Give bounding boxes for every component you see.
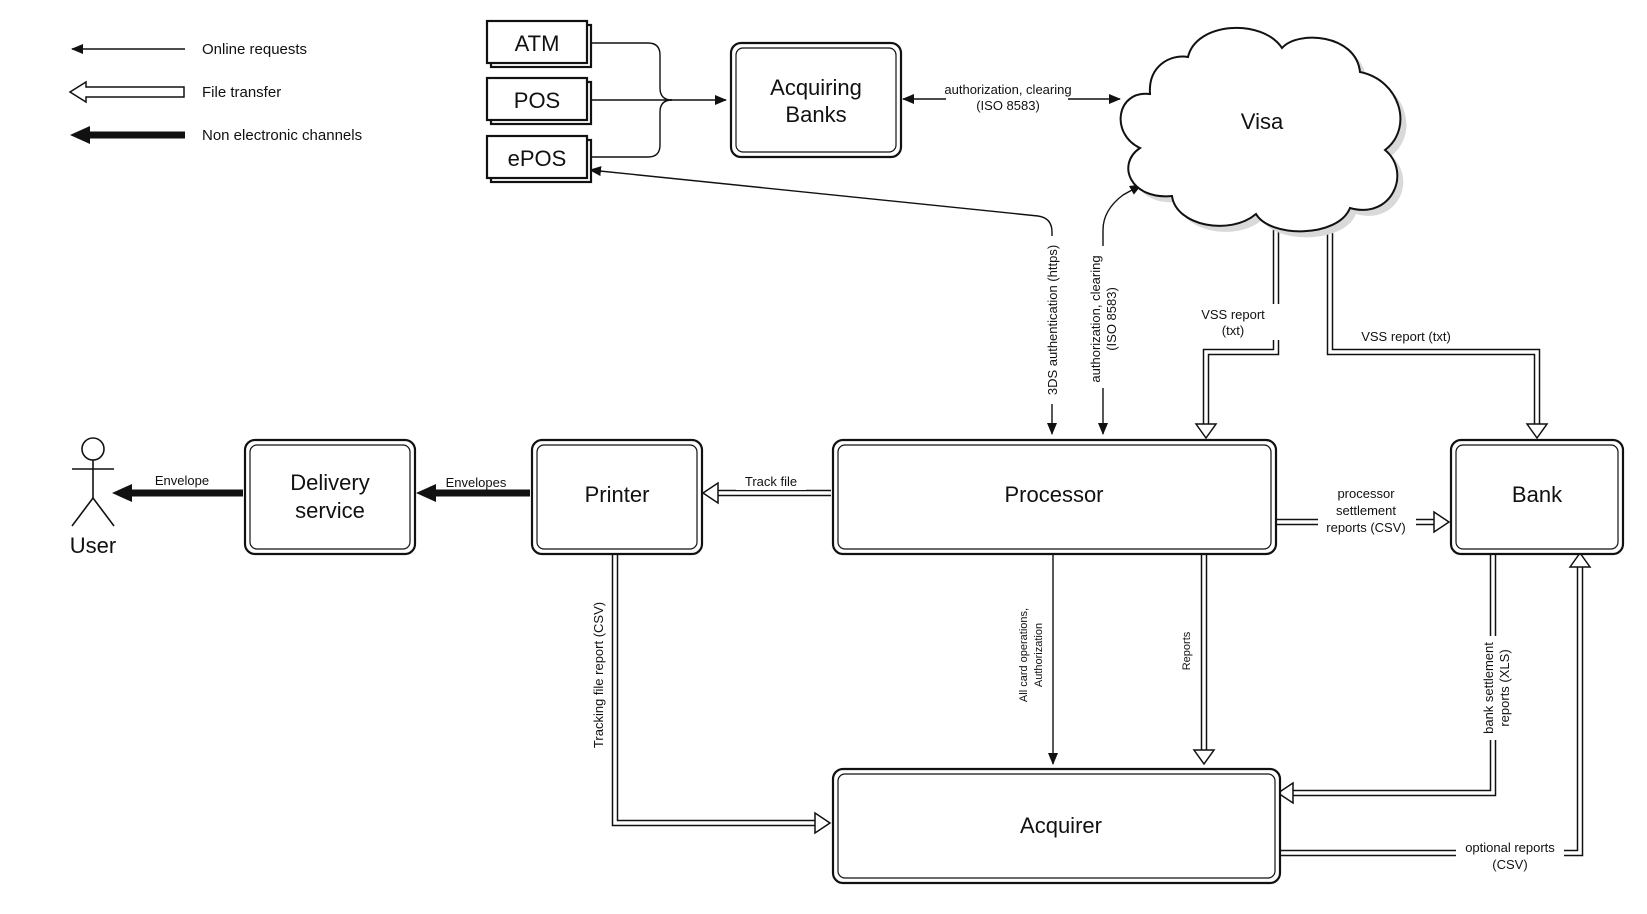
label-auth-clearing-2: (ISO 8583) xyxy=(976,98,1040,113)
envelope-to-user-connector xyxy=(112,484,243,502)
atm-node: ATM xyxy=(485,19,593,69)
tracking-report-connector xyxy=(611,551,832,835)
label-vss-1b: (txt) xyxy=(1222,323,1244,338)
epos-label: ePOS xyxy=(508,146,567,171)
user-actor: User xyxy=(70,437,116,558)
processor-visa-auth-connector xyxy=(1098,184,1142,435)
epos-node: ePOS xyxy=(485,134,593,184)
user-label: User xyxy=(70,533,116,558)
label-envelope: Envelope xyxy=(155,473,209,488)
acquirer-node: Acquirer xyxy=(831,767,1282,885)
label-envelopes: Envelopes xyxy=(446,475,507,490)
label-auth-vertical-1: authorization, clearing xyxy=(1088,255,1103,382)
legend-nonelectronic-arrow xyxy=(70,126,185,144)
optional-reports-connector xyxy=(1277,551,1592,857)
terminals-to-acquiring-connector xyxy=(586,42,727,158)
label-proc-settle-3: reports (CSV) xyxy=(1326,520,1405,535)
label-bank-settle-1: bank settlement xyxy=(1481,642,1496,734)
legend-file-arrow xyxy=(68,80,185,104)
label-proc-settle-1: processor xyxy=(1337,486,1395,501)
visa-label: Visa xyxy=(1241,109,1284,134)
atm-label: ATM xyxy=(515,31,560,56)
legend-file-label: File transfer xyxy=(202,84,281,101)
delivery-service-node: Delivery service xyxy=(243,438,417,556)
bank-label: Bank xyxy=(1512,482,1563,507)
label-vss-1a: VSS report xyxy=(1201,307,1265,322)
acquiring-banks-label-2: Banks xyxy=(785,102,846,127)
acquirer-label: Acquirer xyxy=(1020,813,1102,838)
label-auth-clearing-1: authorization, clearing xyxy=(944,82,1071,97)
label-optional-2: (CSV) xyxy=(1492,857,1527,872)
label-bank-settle-2: reports (XLS) xyxy=(1497,649,1512,726)
label-tracking: Tracking file report (CSV) xyxy=(591,602,606,748)
vss-to-bank-connector xyxy=(1326,210,1549,440)
edge-labels: authorization, clearing (ISO 8583) 3DS a… xyxy=(155,80,1564,876)
printer-node: Printer xyxy=(530,438,704,556)
label-optional-1: optional reports xyxy=(1465,840,1555,855)
acquiring-banks-label-1: Acquiring xyxy=(770,75,862,100)
label-vss-2: VSS report (txt) xyxy=(1361,329,1451,344)
label-all-card-2: Authorization xyxy=(1033,623,1045,687)
printer-label: Printer xyxy=(585,482,650,507)
label-auth-vertical-2: (ISO 8583) xyxy=(1104,287,1119,351)
bank-node: Bank xyxy=(1449,438,1625,556)
legend-online-label: Online requests xyxy=(202,41,307,58)
vss-to-processor-connector xyxy=(1194,222,1280,440)
legend-nonelectronic-label: Non electronic channels xyxy=(202,127,362,144)
label-track-file: Track file xyxy=(745,474,797,489)
label-proc-settle-2: settlement xyxy=(1336,503,1396,518)
track-file-connector xyxy=(701,481,831,505)
pos-node: POS xyxy=(485,76,593,126)
delivery-label-2: service xyxy=(295,498,365,523)
acquiring-banks-node: Acquiring Banks xyxy=(729,41,903,159)
label-threeds: 3DS authentication (https) xyxy=(1045,245,1060,395)
label-reports: Reports xyxy=(1181,631,1193,670)
threeds-connector xyxy=(589,166,1057,435)
envelopes-connector xyxy=(416,484,530,502)
processor-node: Processor xyxy=(831,438,1278,556)
visa-cloud-node: Visa xyxy=(1119,26,1407,238)
processor-label: Processor xyxy=(1004,482,1103,507)
pos-label: POS xyxy=(514,88,560,113)
legend: Online requests File transfer Non electr… xyxy=(68,41,362,144)
bank-settlement-connector xyxy=(1276,551,1497,805)
delivery-label-1: Delivery xyxy=(290,470,369,495)
label-all-card-1: All card operations, xyxy=(1018,608,1030,702)
reports-connector xyxy=(1192,551,1216,766)
